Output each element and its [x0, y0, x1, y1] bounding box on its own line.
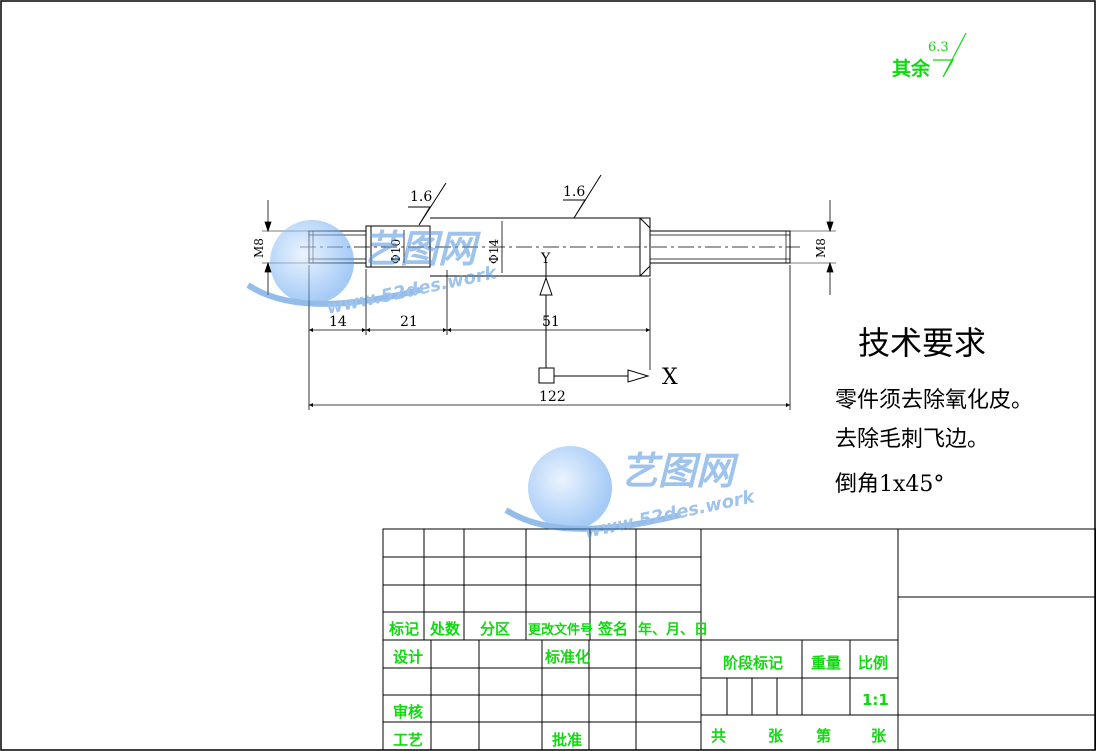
title-block — [382, 528, 1096, 751]
ucs-y-arrow-icon — [539, 276, 553, 296]
tb-design: 设计 — [393, 648, 423, 666]
tech-req-line-3: 倒角1x45° — [835, 472, 944, 497]
surface-roughness-1: 1.6 — [408, 182, 447, 226]
tb-scale-label: 比例 — [858, 654, 888, 672]
dim-length-1: 14 — [329, 314, 347, 330]
ucs-origin-box — [538, 367, 555, 384]
watermark-brand-1: 艺图网 — [362, 227, 481, 271]
watermark-2: 艺图网 www.52des.work — [504, 446, 757, 543]
roughness-value-1: 1.6 — [410, 189, 432, 205]
dim-length-2: 21 — [400, 314, 418, 330]
dim-shoulder-diameter: Φ10 — [389, 239, 403, 264]
tech-req-title: 技术要求 — [858, 324, 986, 362]
axis-y-label: Y — [540, 251, 551, 267]
general-roughness: 其余 6.3 — [892, 32, 967, 80]
globe-logo-icon — [270, 220, 354, 304]
roughness-symbol-icon — [933, 32, 967, 78]
watermark-1: 艺图网 www.52des.work — [246, 220, 499, 319]
tech-req-line-1: 零件须去除氧化皮。 — [835, 388, 1033, 413]
watermark-brand-2: 艺图网 — [620, 449, 739, 493]
tb-header-date: 年、月、日 — [638, 621, 708, 638]
tb-standardization: 标准化 — [544, 648, 590, 666]
roughness-symbol-icon — [563, 174, 602, 219]
dim-length-3: 51 — [542, 314, 560, 330]
tb-weight: 重量 — [811, 654, 841, 672]
dim-length-total: 122 — [539, 389, 566, 405]
roughness-symbol-icon — [408, 182, 447, 226]
tb-sheet-unit: 张 — [768, 727, 784, 745]
dim-left-thread: M8 — [252, 238, 266, 258]
tb-header-zone: 分区 — [480, 620, 510, 638]
surface-roughness-2: 1.6 — [563, 174, 602, 219]
globe-logo-icon — [528, 446, 612, 530]
shoulder-section — [365, 225, 431, 268]
dim-right-thread: M8 — [814, 238, 828, 258]
tb-sheet-total: 共 — [711, 727, 726, 745]
roughness-value-2: 1.6 — [563, 184, 585, 200]
tb-sheet-unit-2: 张 — [871, 727, 887, 745]
ucs-x-arrow-icon — [627, 369, 650, 383]
general-roughness-value: 6.3 — [928, 40, 949, 55]
tb-review: 审核 — [393, 703, 423, 721]
tb-approval: 批准 — [552, 731, 582, 749]
tb-header-change-doc: 更改文件号 — [528, 622, 593, 638]
tb-sheet-no: 第 — [816, 727, 831, 745]
tech-req-line-2: 去除毛刺飞边。 — [835, 427, 989, 452]
tb-stage-mark: 阶段标记 — [723, 654, 783, 672]
tb-header-count: 处数 — [429, 620, 461, 638]
tb-header-signature: 签名 — [597, 620, 628, 638]
axis-x-label: X — [662, 365, 678, 390]
tb-process: 工艺 — [393, 731, 423, 749]
dim-middle-diameter: Φ14 — [487, 239, 501, 264]
tb-header-mark: 标记 — [388, 620, 419, 638]
tb-scale-value: 1:1 — [862, 691, 889, 709]
general-roughness-label: 其余 — [892, 57, 931, 80]
